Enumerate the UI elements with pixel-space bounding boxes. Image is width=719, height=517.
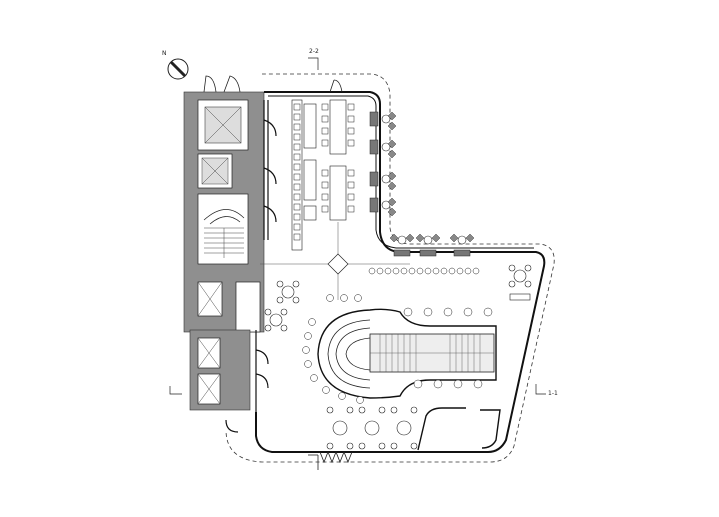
north-label: N xyxy=(162,50,167,57)
interior-wall-inner xyxy=(268,95,534,249)
round-tables xyxy=(264,264,532,450)
lower-banquette-right xyxy=(480,409,501,449)
interior-wall xyxy=(255,91,546,453)
corridor-walls xyxy=(225,100,277,433)
side-counter xyxy=(509,293,531,301)
bar-stools xyxy=(302,294,493,404)
escalator-bar xyxy=(317,308,497,399)
north-arrow-icon xyxy=(167,58,189,80)
table-column-left xyxy=(291,99,317,251)
entrance-door-bottom xyxy=(319,450,353,464)
booth-tables-bottom xyxy=(389,233,475,257)
stool-row xyxy=(368,267,480,275)
lift-block xyxy=(189,329,251,411)
lower-banquette xyxy=(417,407,466,451)
long-tables xyxy=(321,99,355,221)
section-label-top: 2-2 xyxy=(309,48,319,55)
core-block xyxy=(183,91,265,333)
diamond-marker xyxy=(260,222,410,300)
entrance-door-top xyxy=(203,75,343,93)
section-label-right: 1-1 xyxy=(548,390,558,397)
section-marker-2-2 xyxy=(308,57,319,470)
section-marker-1-1 xyxy=(169,384,546,395)
booth-tables-right xyxy=(369,111,397,217)
building-outline xyxy=(225,73,555,463)
